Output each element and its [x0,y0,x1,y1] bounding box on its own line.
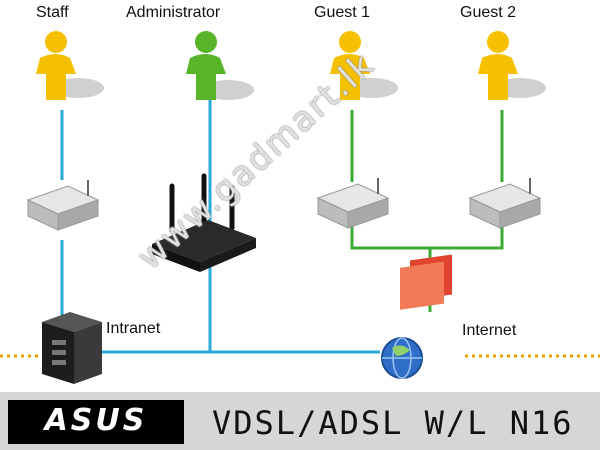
user-label-staff: Staff [36,4,69,21]
user-label-guest-2: Guest 2 [460,4,517,21]
diagram-canvas [0,31,600,384]
person-icon-staff [36,31,104,100]
internet-label: Internet [462,322,517,339]
router-icon [152,173,256,272]
brand-logo-text: ASUS [44,403,148,438]
person-icon-guest-1 [330,31,398,100]
brand-logo: ASUS [8,400,184,444]
switch-icon-staff [26,180,100,231]
person-icon-administrator [186,31,254,100]
footer-bar: ASUS VDSL/ADSL W/L N16 [0,392,600,450]
switch-icon-guest-2 [468,178,542,229]
intranet-label: Intranet [106,320,161,337]
internet-folder-icon [400,254,452,310]
person-icon-guest-2 [478,31,546,100]
globe-icon [381,337,423,379]
model-name: VDSL/ADSL W/L N16 [212,404,574,442]
server-icon [42,312,102,384]
guest-join-link [350,222,504,250]
user-label-administrator: Administrator [126,4,221,21]
switch-icon-guest-1 [316,178,390,229]
user-label-guest-1: Guest 1 [314,4,371,21]
